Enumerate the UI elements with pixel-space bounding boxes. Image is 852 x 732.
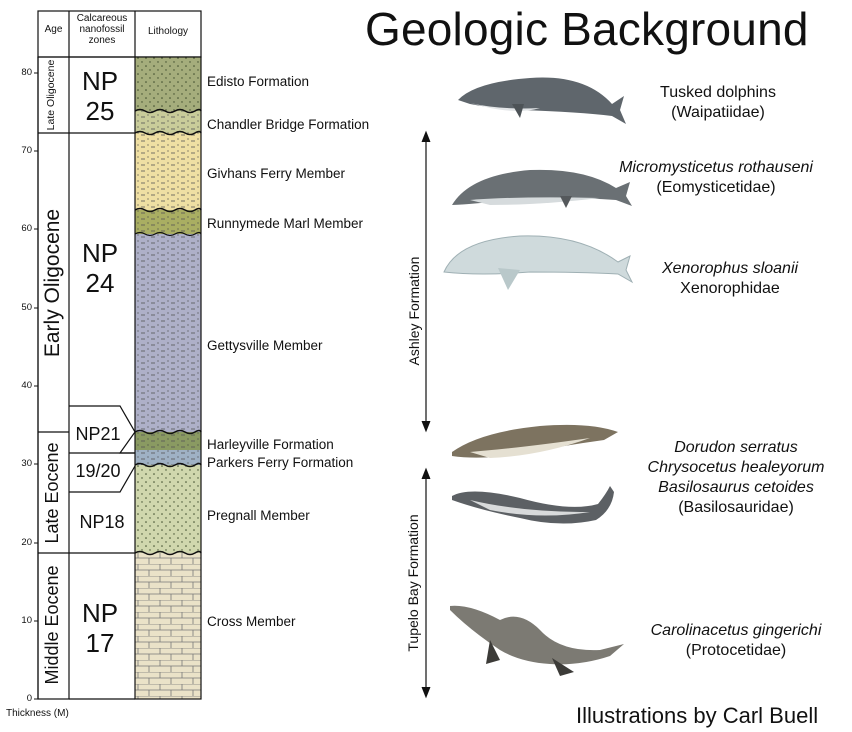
- unit-cross: Cross Member: [207, 614, 296, 629]
- age-early-oligocene: Early Oligocene: [41, 208, 64, 358]
- tick-label: 0: [26, 693, 32, 704]
- unit-pregnall: Pregnall Member: [207, 508, 310, 523]
- carolinacetus-illustration: [450, 605, 624, 676]
- taxon-protocetidae: Carolinacetus gingerichi(Protocetidae): [650, 622, 822, 659]
- unit-harleyville: Harleyville Formation: [207, 437, 334, 452]
- age-late-oligocene: Late Oligocene: [45, 59, 57, 131]
- micromysticetus-illustration: [452, 169, 632, 208]
- thickness-axis-label: Thickness (M): [6, 708, 69, 719]
- unit-givhans-ferry: Givhans Ferry Member: [207, 166, 346, 181]
- taxon-eomysticetidae: Micromysticetus rothauseni(Eomysticetida…: [619, 159, 813, 196]
- zone-np17: NP 17: [81, 598, 119, 658]
- tick-label: 50: [21, 302, 32, 313]
- tick-label: 80: [21, 67, 32, 78]
- tick-label: 70: [21, 145, 32, 156]
- age-late-eocene: Late Eocene: [42, 442, 62, 544]
- zone-np21: NP21: [75, 424, 121, 444]
- dorudon-illustration: [452, 424, 618, 458]
- unit-chandler-bridge: Chandler Bridge Formation: [207, 117, 370, 132]
- tick-label: 30: [21, 458, 32, 469]
- zone-np18: NP18: [79, 512, 125, 532]
- unit-runnymede-marl: Runnymede Marl Member: [207, 216, 364, 231]
- unit-edisto: Edisto Formation: [207, 74, 310, 89]
- header-age: Age: [44, 24, 63, 35]
- page-title: Geologic Background: [365, 3, 809, 55]
- zone-np24: NP 24: [81, 238, 119, 298]
- tick-label: 40: [21, 380, 32, 391]
- formation-ashley: Ashley Formation: [406, 256, 422, 366]
- unit-gettysville: Gettysville Member: [207, 338, 323, 353]
- zone-np19-20: 19/20: [75, 461, 121, 481]
- tick-label: 20: [21, 537, 32, 548]
- illustration-credit: Illustrations by Carl Buell: [576, 703, 819, 728]
- zone-np25: NP 25: [81, 66, 119, 126]
- xenorophus-illustration: [443, 235, 634, 290]
- unit-parkers-ferry: Parkers Ferry Formation: [207, 455, 354, 470]
- formation-tupelo-bay: Tupelo Bay Formation: [405, 514, 421, 652]
- tick-label: 60: [21, 223, 32, 234]
- header-nanofossil: Calcareous nanofossil zones: [76, 13, 128, 46]
- header-lithology: Lithology: [147, 26, 189, 37]
- age-middle-eocene: Middle Eocene: [42, 565, 62, 685]
- tick-label: 10: [21, 615, 32, 626]
- basilosaurus-illustration: [452, 486, 614, 524]
- tusked-dolphin-illustration: [458, 77, 626, 124]
- taxon-basilosauridae: Dorudon serratus Chrysocetus healeyorum …: [647, 439, 825, 516]
- taxon-waipatiidae: Tusked dolphins(Waipatiidae): [660, 84, 776, 121]
